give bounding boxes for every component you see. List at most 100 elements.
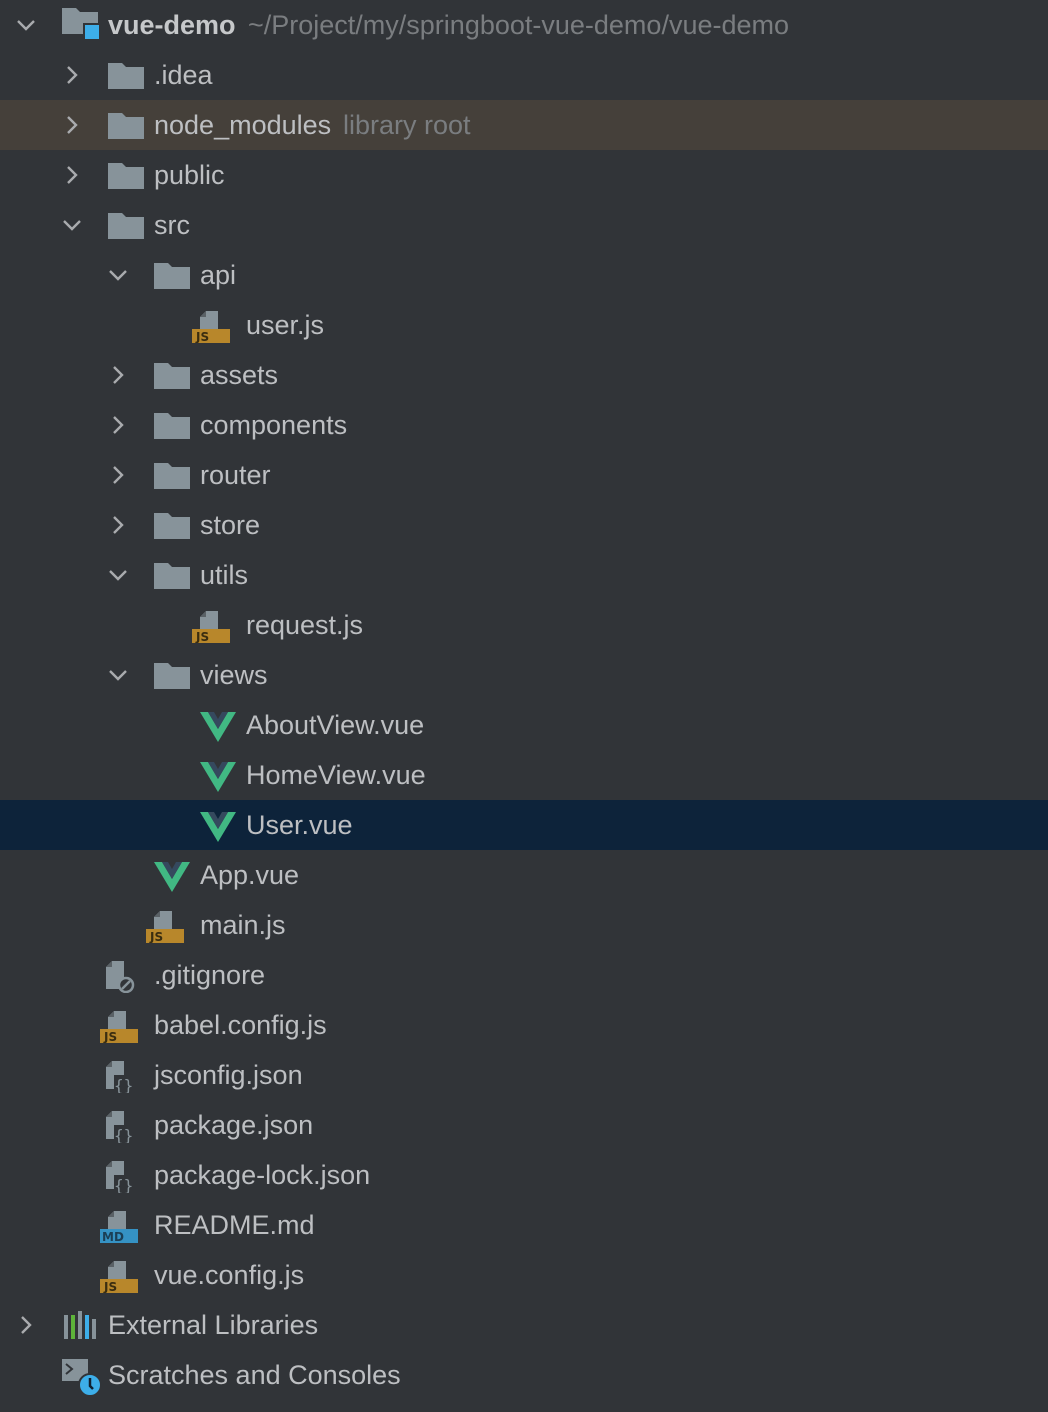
tree-folder-row[interactable]: src [0,200,1048,250]
tree-item-label: node_modules [154,110,332,140]
javascript-file-icon: JS [146,909,186,943]
svg-text:{}: {} [114,1126,133,1143]
folder-icon [108,109,148,141]
tree-file-row[interactable]: {} package.json [0,1100,1048,1150]
chevron-right-icon[interactable] [60,163,84,187]
tree-file-row[interactable]: Scratches and Consoles [0,1350,1048,1400]
folder-icon [154,659,194,691]
chevron-right-icon[interactable] [60,63,84,87]
tree-item-label: .idea [154,60,213,90]
tree-item-label: AboutView.vue [246,710,425,740]
markdown-file-icon: MD [100,1209,140,1243]
gitignore-file-icon [100,959,140,993]
json-file-icon: {} [100,1109,140,1143]
tree-item-label: src [154,210,190,240]
tree-item-label: User.vue [246,810,353,840]
tree-file-row[interactable]: App.vue [0,850,1048,900]
tree-file-row[interactable]: AboutView.vue [0,700,1048,750]
tree-file-row[interactable]: External Libraries [0,1300,1048,1350]
tree-item-label: Scratches and Consoles [108,1360,401,1390]
tree-item-label: package.json [154,1110,314,1140]
tree-item-label: user.js [246,310,325,340]
tree-file-row[interactable]: .gitignore [0,950,1048,1000]
tree-item-label: package-lock.json [154,1160,371,1190]
tree-folder-row[interactable]: node_modules library root [0,100,1048,150]
svg-text:{}: {} [114,1076,133,1093]
tree-file-row[interactable]: User.vue [0,800,1048,850]
tree-folder-row[interactable]: components [0,400,1048,450]
tree-item-label: jsconfig.json [154,1060,303,1090]
tree-folder-row[interactable]: views [0,650,1048,700]
scratches-icon [62,1359,102,1397]
tree-folder-row[interactable]: utils [0,550,1048,600]
tree-item-label: store [200,510,261,540]
json-file-icon: {} [100,1159,140,1193]
folder-icon [154,359,194,391]
svg-text:MD: MD [102,1230,124,1243]
library-root-hint: library root [343,110,471,140]
javascript-file-icon: JS [192,309,232,343]
tree-folder-row[interactable]: assets [0,350,1048,400]
tree-file-row[interactable]: JS main.js [0,900,1048,950]
tree-file-row[interactable]: {} jsconfig.json [0,1050,1048,1100]
javascript-file-icon: JS [192,609,232,643]
tree-folder-row[interactable]: .idea [0,50,1048,100]
vue-file-icon [200,760,240,792]
tree-file-row[interactable]: JS babel.config.js [0,1000,1048,1050]
tree-file-row[interactable]: HomeView.vue [0,750,1048,800]
tree-folder-row[interactable]: vue-demo ~/Project/my/springboot-vue-demo… [0,0,1048,50]
vue-file-icon [200,810,240,842]
tree-item-label: views [200,660,268,690]
folder-icon [154,259,194,291]
chevron-down-icon[interactable] [106,263,130,287]
tree-item-label: request.js [246,610,364,640]
chevron-right-icon[interactable] [106,363,130,387]
tree-file-row[interactable]: {} package-lock.json [0,1150,1048,1200]
external-libraries-icon [62,1309,102,1341]
folder-icon [108,59,148,91]
svg-text:JS: JS [195,630,209,643]
tree-item-label: utils [200,560,249,590]
tree-file-row[interactable]: MD README.md [0,1200,1048,1250]
json-file-icon: {} [100,1059,140,1093]
svg-text:JS: JS [195,330,209,343]
chevron-down-icon[interactable] [106,663,130,687]
svg-text:JS: JS [149,930,163,943]
chevron-right-icon[interactable] [106,413,130,437]
chevron-right-icon[interactable] [60,113,84,137]
folder-icon [108,159,148,191]
chevron-down-icon[interactable] [14,13,38,37]
tree-file-row[interactable]: JS request.js [0,600,1048,650]
tree-item-label: babel.config.js [154,1010,327,1040]
javascript-file-icon: JS [100,1009,140,1043]
tree-item-label: vue-demo [108,10,236,40]
tree-item-label: vue.config.js [154,1260,305,1290]
tree-item-label: HomeView.vue [246,760,426,790]
chevron-down-icon[interactable] [106,563,130,587]
project-path-hint: ~/Project/my/springboot-vue-demo/vue-dem… [248,10,790,40]
chevron-right-icon[interactable] [14,1313,38,1337]
tree-folder-row[interactable]: public [0,150,1048,200]
tree-file-row[interactable]: JS vue.config.js [0,1250,1048,1300]
tree-item-label: main.js [200,910,286,940]
tree-file-row[interactable]: JS user.js [0,300,1048,350]
tree-item-label: router [200,460,271,490]
tree-item-label: App.vue [200,860,300,890]
tree-folder-row[interactable]: router [0,450,1048,500]
chevron-right-icon[interactable] [106,463,130,487]
chevron-right-icon[interactable] [106,513,130,537]
javascript-file-icon: JS [100,1259,140,1293]
tree-item-label: components [200,410,348,440]
folder-icon [154,409,194,441]
tree-folder-row[interactable]: api [0,250,1048,300]
tree-folder-row[interactable]: store [0,500,1048,550]
vue-file-icon [200,710,240,742]
folder-icon [154,559,194,591]
folder-icon [154,509,194,541]
tree-item-label: README.md [154,1210,315,1240]
tree-item-label: public [154,160,225,190]
svg-text:{}: {} [114,1176,133,1193]
tree-item-label: External Libraries [108,1310,319,1340]
chevron-down-icon[interactable] [60,213,84,237]
